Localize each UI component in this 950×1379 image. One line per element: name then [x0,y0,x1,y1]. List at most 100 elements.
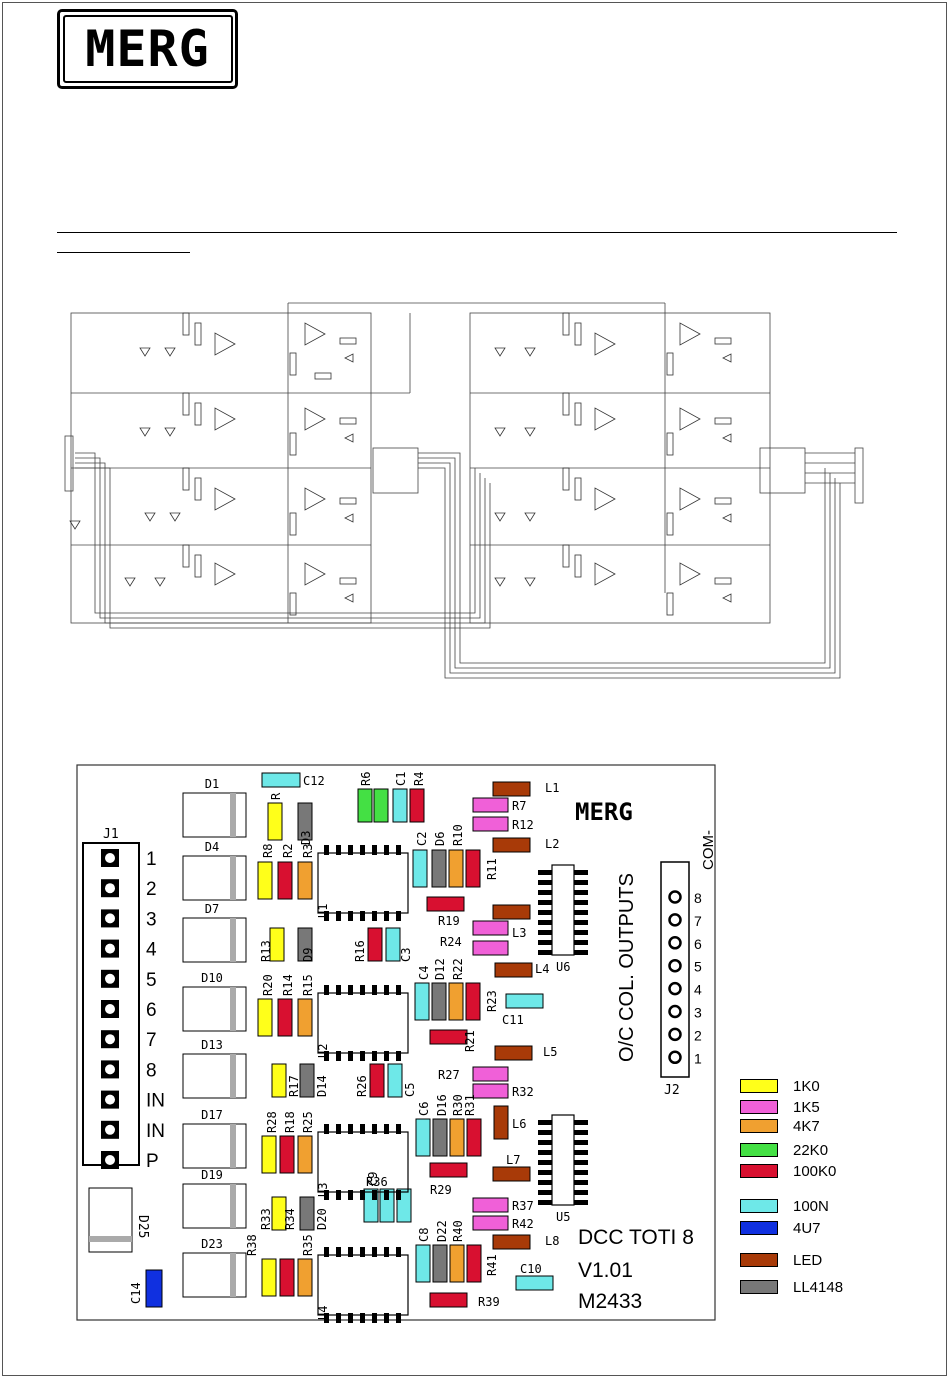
component-label: L5 [543,1045,557,1059]
ic-pin [384,1190,389,1200]
legend-item: 100N [740,1198,829,1215]
component-label: R26 [355,1075,369,1097]
component-body [426,896,465,912]
diode-label: D10 [201,971,223,985]
ic-pin [574,930,588,935]
ic-pin [574,890,588,895]
component-body [429,1292,468,1308]
component-label: R13 [259,940,273,962]
ic-pin [384,1247,389,1257]
component-body [297,802,313,841]
component-label: L3 [512,926,526,940]
component-body [429,1162,468,1178]
component-label: R33 [259,1208,273,1230]
ic-pin [396,845,401,855]
component-label: R11 [485,858,499,880]
ic-label: U5 [556,1210,570,1224]
j1-pin-label: 5 [146,970,157,991]
j2-pin-label: 7 [694,913,702,929]
component-label: R31 [463,1094,477,1116]
ic-pin [348,1247,353,1257]
j2-pad [668,958,682,973]
component-label: R8 [261,844,275,858]
component-label: C11 [502,1013,524,1027]
component-label: C3 [399,948,413,962]
component-body [279,1258,295,1297]
component-body [415,1118,431,1157]
component-label: R15 [301,974,315,996]
ic-pin [574,1190,588,1195]
ic-pin [538,900,552,905]
ic-pin [574,1180,588,1185]
ic-pin [574,880,588,885]
outputs-label: O/C COL. OUTPUTS [616,873,638,1062]
diode-footprint [182,1252,247,1298]
component-body [472,1083,509,1099]
component-label: R10 [451,824,465,846]
component-body [492,1234,531,1250]
ic-pin [372,1190,377,1200]
ic-pin [324,1190,329,1200]
j1-pin-label: IN [146,1091,165,1112]
j1-pin-label: P [146,1151,159,1172]
component-body [492,837,531,853]
ic-pin [538,940,552,945]
component-body [297,998,313,1037]
ic-pin [574,1160,588,1165]
component-body [261,1258,277,1297]
ic-pin [336,1124,341,1134]
component-label: R24 [440,935,462,949]
legend-item: LL4148 [740,1279,843,1296]
ic-pin [360,1313,365,1323]
diode-band [230,1124,236,1168]
ic-pin [396,1051,401,1061]
ic-pin [574,950,588,955]
ic-pin [384,911,389,921]
diode-footprint [182,1183,247,1229]
component-body [472,1197,509,1213]
diode-band [230,1253,236,1297]
d25-band [89,1236,132,1242]
component-body [432,1118,448,1157]
legend-label: 22K0 [793,1141,829,1159]
component-label: L2 [545,837,559,851]
component-body [299,1063,315,1098]
j1-pad-hole [105,1094,115,1105]
component-label: R22 [451,958,465,980]
j1-pad-hole [105,1004,115,1014]
ic-pin [538,1190,552,1195]
component-label: R42 [512,1217,534,1231]
component-body [257,861,273,900]
component-body [472,797,509,813]
component-body [472,940,509,956]
ic-pin [538,1130,552,1135]
diode-band [230,918,236,962]
legend-label: LED [793,1251,823,1269]
component-label: R27 [438,1068,460,1082]
ic-pin [538,1170,552,1175]
j2-label: J2 [664,1083,680,1098]
ic-pin [336,1190,341,1200]
component-label: R14 [281,974,295,996]
legend-label: 1K5 [793,1098,820,1116]
pcb-title: DCC TOTI 8 [578,1226,694,1249]
ic-pin [538,1140,552,1145]
ic-pin [372,985,377,995]
component-body [431,982,447,1021]
component-label: L4 [535,962,549,976]
j2-pin-label: 8 [694,890,702,906]
legend-item: 1K0 [740,1078,820,1095]
component-label: C8 [417,1228,431,1242]
ic-pin [538,910,552,915]
diode-label: D17 [201,1108,223,1122]
component-body [392,788,408,823]
component-label: D12 [433,958,447,980]
ic-pin [336,1051,341,1061]
ic-pin [574,1200,588,1205]
component-body [297,1258,313,1297]
j1-pad-hole [105,883,115,894]
component-label: R12 [512,818,534,832]
diode-band [230,1054,236,1098]
